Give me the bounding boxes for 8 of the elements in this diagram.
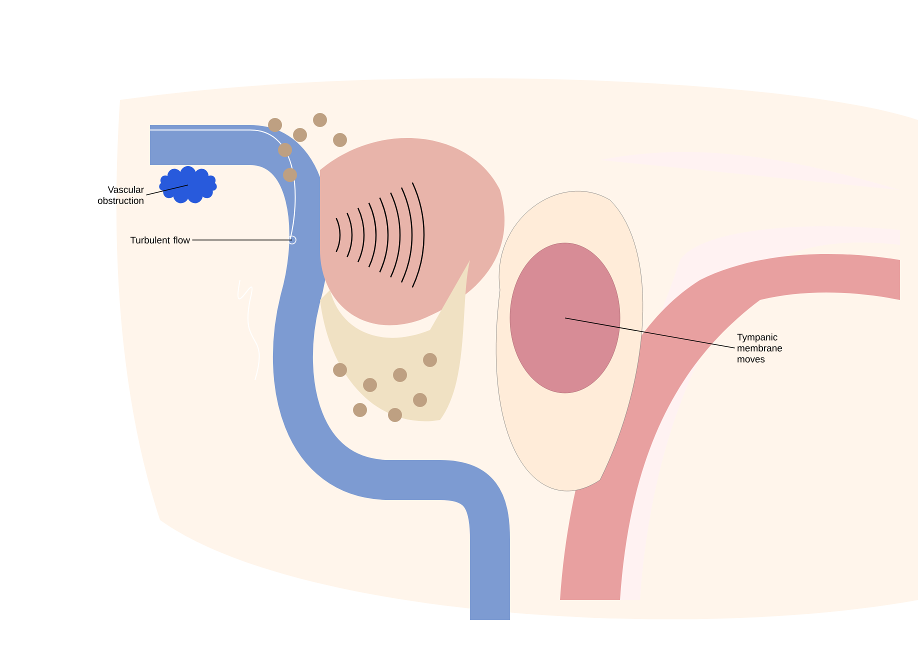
- tympanic-membrane: [510, 242, 620, 394]
- clot-blob: [159, 166, 217, 204]
- leader-line: [564, 318, 736, 348]
- leader-line: [146, 184, 188, 196]
- callout-label: Vascular obstruction: [98, 186, 144, 204]
- callout-label: Tympanic membrane moves: [737, 334, 782, 362]
- vortex-point: [288, 236, 296, 244]
- callout-label: Turbulent flow: [130, 236, 190, 244]
